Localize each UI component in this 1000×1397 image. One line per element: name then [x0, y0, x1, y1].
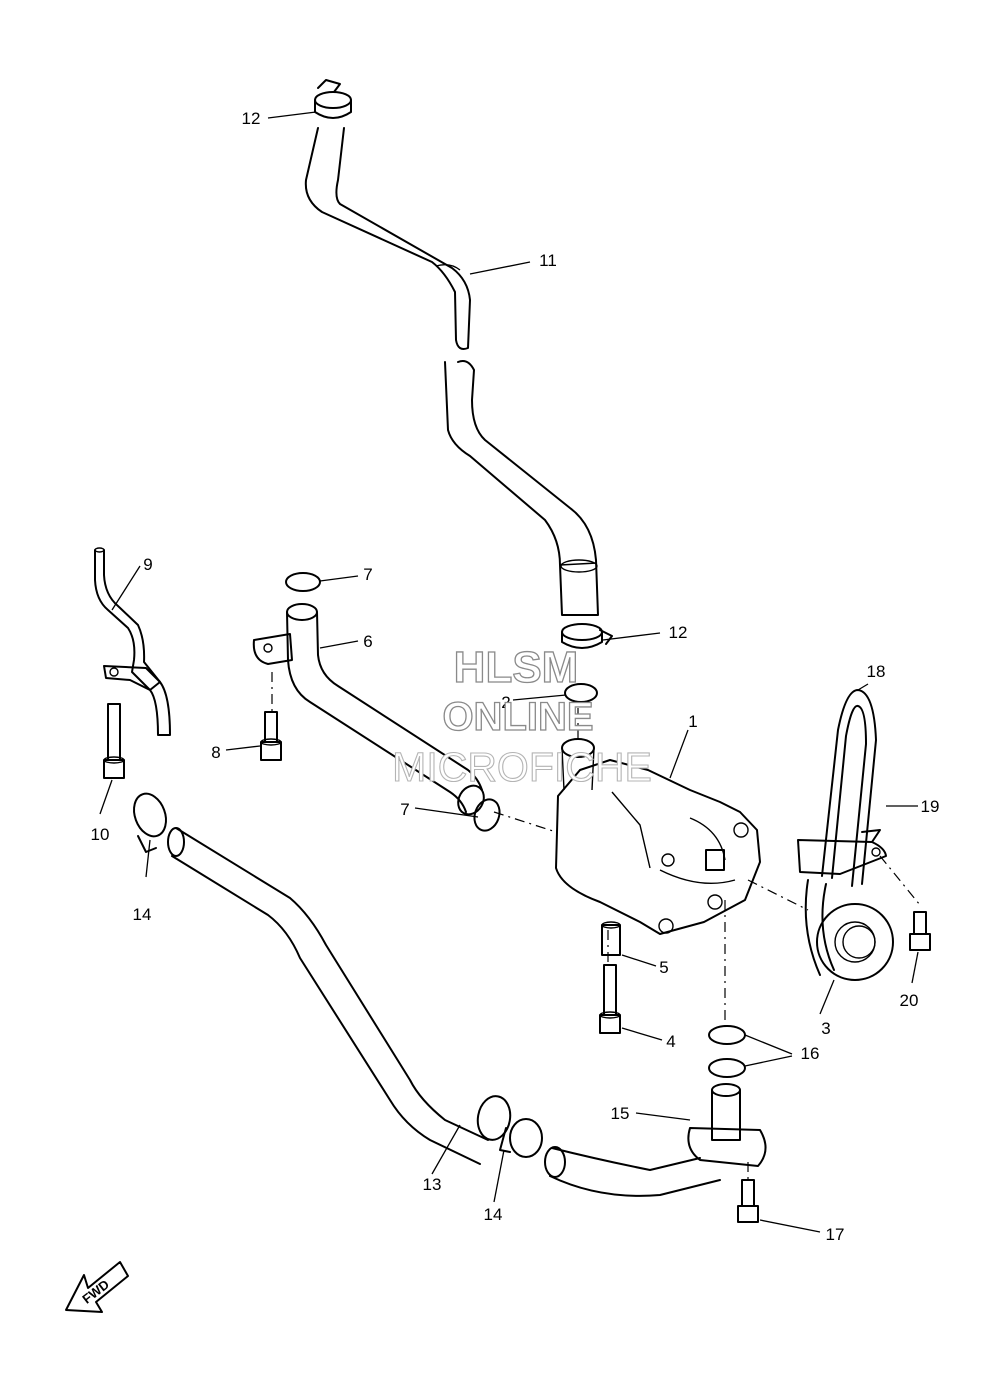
- callout-11: 11: [539, 251, 557, 270]
- clamp-12-lower: [561, 623, 613, 649]
- callout-13: 13: [423, 1175, 442, 1194]
- oil-pump-1: [555, 738, 761, 935]
- pipe-9: [94, 547, 171, 736]
- callout-5: 5: [659, 958, 668, 977]
- callout-10: 10: [91, 825, 110, 844]
- hose-13: [167, 827, 512, 1165]
- watermark-line-3: MICROFICHE: [392, 744, 652, 790]
- o-ring-2: [564, 683, 598, 703]
- fwd-arrow-icon: FWD: [65, 1261, 129, 1313]
- callout-9: 9: [143, 555, 152, 574]
- callout-2: 2: [501, 693, 510, 712]
- collar-5: [601, 921, 621, 956]
- clamp-14-upper: [133, 792, 167, 853]
- clamp-14-lower: [499, 1118, 543, 1158]
- bolt-10: [103, 703, 125, 779]
- sprocket-3: [816, 903, 894, 981]
- bolt-20: [909, 911, 931, 951]
- callout-18: 18: [867, 662, 886, 681]
- callout-8: 8: [211, 743, 220, 762]
- callout-14-upper: 14: [133, 905, 152, 924]
- leader-lines: [99, 111, 919, 1233]
- o-ring-7-upper: [285, 572, 321, 592]
- callout-7-lower: 7: [400, 800, 409, 819]
- chain-guide-19: [797, 829, 887, 875]
- pipe-6: [252, 603, 485, 816]
- callout-15: 15: [611, 1104, 630, 1123]
- watermark-line-1: HLSM: [454, 643, 579, 692]
- assembly-lines: [271, 672, 921, 1180]
- clamp-12-upper: [314, 79, 352, 119]
- callout-7-upper: 7: [363, 565, 372, 584]
- callout-19: 19: [921, 797, 940, 816]
- callout-12-upper: 12: [242, 109, 261, 128]
- callout-12-lower: 12: [669, 623, 688, 642]
- callout-3: 3: [821, 1019, 830, 1038]
- callout-20: 20: [900, 991, 919, 1010]
- watermark: HLSM ONLINE MICROFICHE: [392, 642, 653, 790]
- o-ring-7-lower: [473, 798, 501, 832]
- bolt-17: [737, 1179, 759, 1223]
- watermark-line-2: ONLINE: [442, 695, 593, 739]
- callout-4: 4: [666, 1032, 675, 1051]
- bolt-8: [260, 711, 282, 761]
- callout-14-lower: 14: [484, 1205, 503, 1224]
- callout-17: 17: [826, 1225, 845, 1244]
- callout-6: 6: [363, 632, 372, 651]
- callout-1: 1: [688, 712, 697, 731]
- o-ring-16-b: [708, 1058, 746, 1078]
- o-ring-16-a: [708, 1025, 746, 1045]
- hose-11: [304, 127, 599, 616]
- bolt-4: [599, 964, 621, 1034]
- pipe-15: [544, 1083, 767, 1197]
- callout-16: 16: [801, 1044, 820, 1063]
